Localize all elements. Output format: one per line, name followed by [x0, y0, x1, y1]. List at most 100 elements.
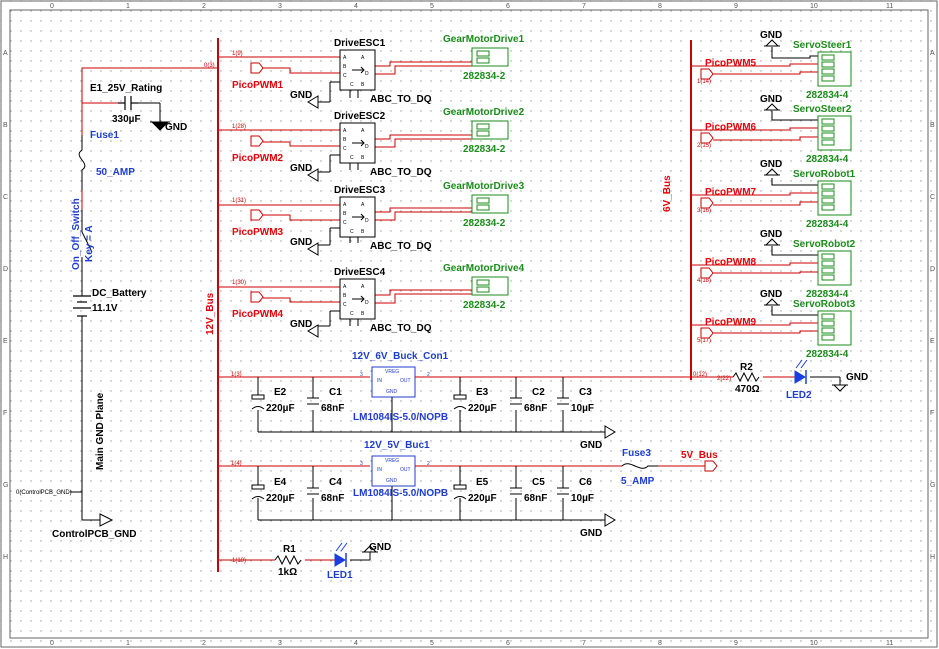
border-row-left: G [3, 482, 8, 489]
servo-pin [821, 334, 835, 341]
pwm-connector [250, 291, 264, 303]
border-row-right: F [930, 410, 934, 417]
servo-pin [821, 139, 835, 146]
pwm-connector [250, 135, 264, 147]
border-col-bottom: 7 [582, 640, 586, 647]
esc-pin: A [343, 128, 347, 134]
border-col-top: 1 [126, 3, 130, 10]
fuse3-value: 5_AMP [621, 476, 655, 487]
fuse1-name: Fuse1 [90, 130, 119, 141]
led1-name: LED1 [327, 570, 353, 581]
cap-name: C5 [532, 477, 545, 488]
border-col-top: 10 [810, 3, 818, 10]
esc-pin: C [350, 229, 354, 235]
bus5-label: 5V_Bus [681, 450, 718, 461]
motor-conn-part: 282834-2 [463, 144, 506, 155]
motor-conn-part: 282834-2 [463, 71, 506, 82]
border-row-right: H [930, 554, 935, 561]
reg6-pin3: 3 [360, 372, 363, 378]
servo-pin [821, 75, 835, 82]
servo-pwm-label: PicoPWM7 [705, 187, 757, 198]
servo-bus-tag: 1(14) [697, 79, 711, 85]
gnd-arrow-5v-rail [604, 513, 616, 527]
esc-name: DriveESC2 [334, 111, 386, 122]
cap-plate [453, 484, 467, 490]
cap-plate-curve [453, 406, 467, 410]
servo-name: ServoSteer1 [793, 40, 852, 51]
border-row-left: D [3, 266, 8, 273]
servo-gnd-symbol [765, 298, 779, 306]
cap-name: C3 [579, 387, 592, 398]
gnd-label-5v-rail: GND [580, 528, 602, 539]
esc-pin: D [365, 300, 369, 306]
servo-pin [821, 260, 835, 267]
reg5-pin3: 3 [360, 461, 363, 467]
esc-pin: C [343, 146, 347, 152]
motor-pin [476, 204, 490, 211]
cap-plate [251, 484, 265, 490]
border-row-right: B [930, 122, 935, 129]
servo-pwm-connector [700, 267, 714, 279]
cap-value: 220µF [266, 403, 295, 414]
cap-plate [453, 394, 467, 400]
reg5-pin2: 2 [427, 461, 430, 467]
motor-pin [476, 123, 490, 130]
motor-pin [476, 286, 490, 293]
servo-conn-part: 282834-4 [806, 154, 849, 165]
cap-value: 220µF [468, 403, 497, 414]
esc-pin: A [343, 284, 347, 290]
esc-pin: A [343, 202, 347, 208]
led2-symbol [794, 359, 808, 384]
servo-layer: ServoSteer1282834-4PicoPWM51(14)GNDServo… [697, 30, 856, 360]
servo-pwm-connector [700, 132, 714, 144]
servo-pin [821, 132, 835, 139]
cap-name: E5 [476, 477, 489, 488]
pwm-connector [250, 62, 264, 74]
motor-pin [476, 50, 490, 57]
esc-gnd-arrow [307, 242, 319, 256]
esc-pin: D [365, 218, 369, 224]
esc-pin: A [343, 55, 347, 61]
r1-tag: 1(19) [232, 558, 246, 564]
border-row-left: E [3, 338, 8, 345]
esc-pin: B [343, 64, 347, 70]
esc-arrowhead [360, 213, 365, 221]
reg6-gnd-pin: GND [386, 389, 398, 395]
led2-name: LED2 [786, 390, 812, 401]
esc-pwm-label: PicoPWM2 [232, 153, 284, 164]
cap-value: 10µF [571, 403, 594, 414]
esc-gnd-label: GND [290, 90, 312, 101]
border-col-top: 4 [354, 3, 358, 10]
reg5-vreg-label: VREG [385, 458, 399, 464]
servo-pin [821, 68, 835, 75]
cap-plate-curve [453, 496, 467, 500]
on-off-switch-symbol [81, 210, 93, 278]
reg6-part: LM1084IS-5.0/NOPB [353, 412, 448, 423]
control-gnd-arrow [99, 513, 114, 527]
r1-symbol [274, 554, 302, 566]
reg6-pin2: 2 [427, 372, 430, 378]
servo-pin [821, 327, 835, 334]
border-col-top: 2 [202, 3, 206, 10]
border-col-top: 9 [734, 3, 738, 10]
border-col-bottom: 11 [886, 640, 893, 647]
border-col-top: 7 [582, 3, 586, 10]
border-row-right: C [930, 194, 935, 201]
bus12-label: 12V_Bus [205, 292, 216, 335]
cap-value: 68nF [321, 493, 344, 504]
cap-value: 220µF [266, 493, 295, 504]
cap-value: 68nF [524, 403, 547, 414]
regulator-6v: VREG IN OUT GND 3 2 12V_6V_Buck_Con1 LM1… [231, 351, 707, 423]
bus12-top-tag: 0(3) [204, 63, 215, 69]
